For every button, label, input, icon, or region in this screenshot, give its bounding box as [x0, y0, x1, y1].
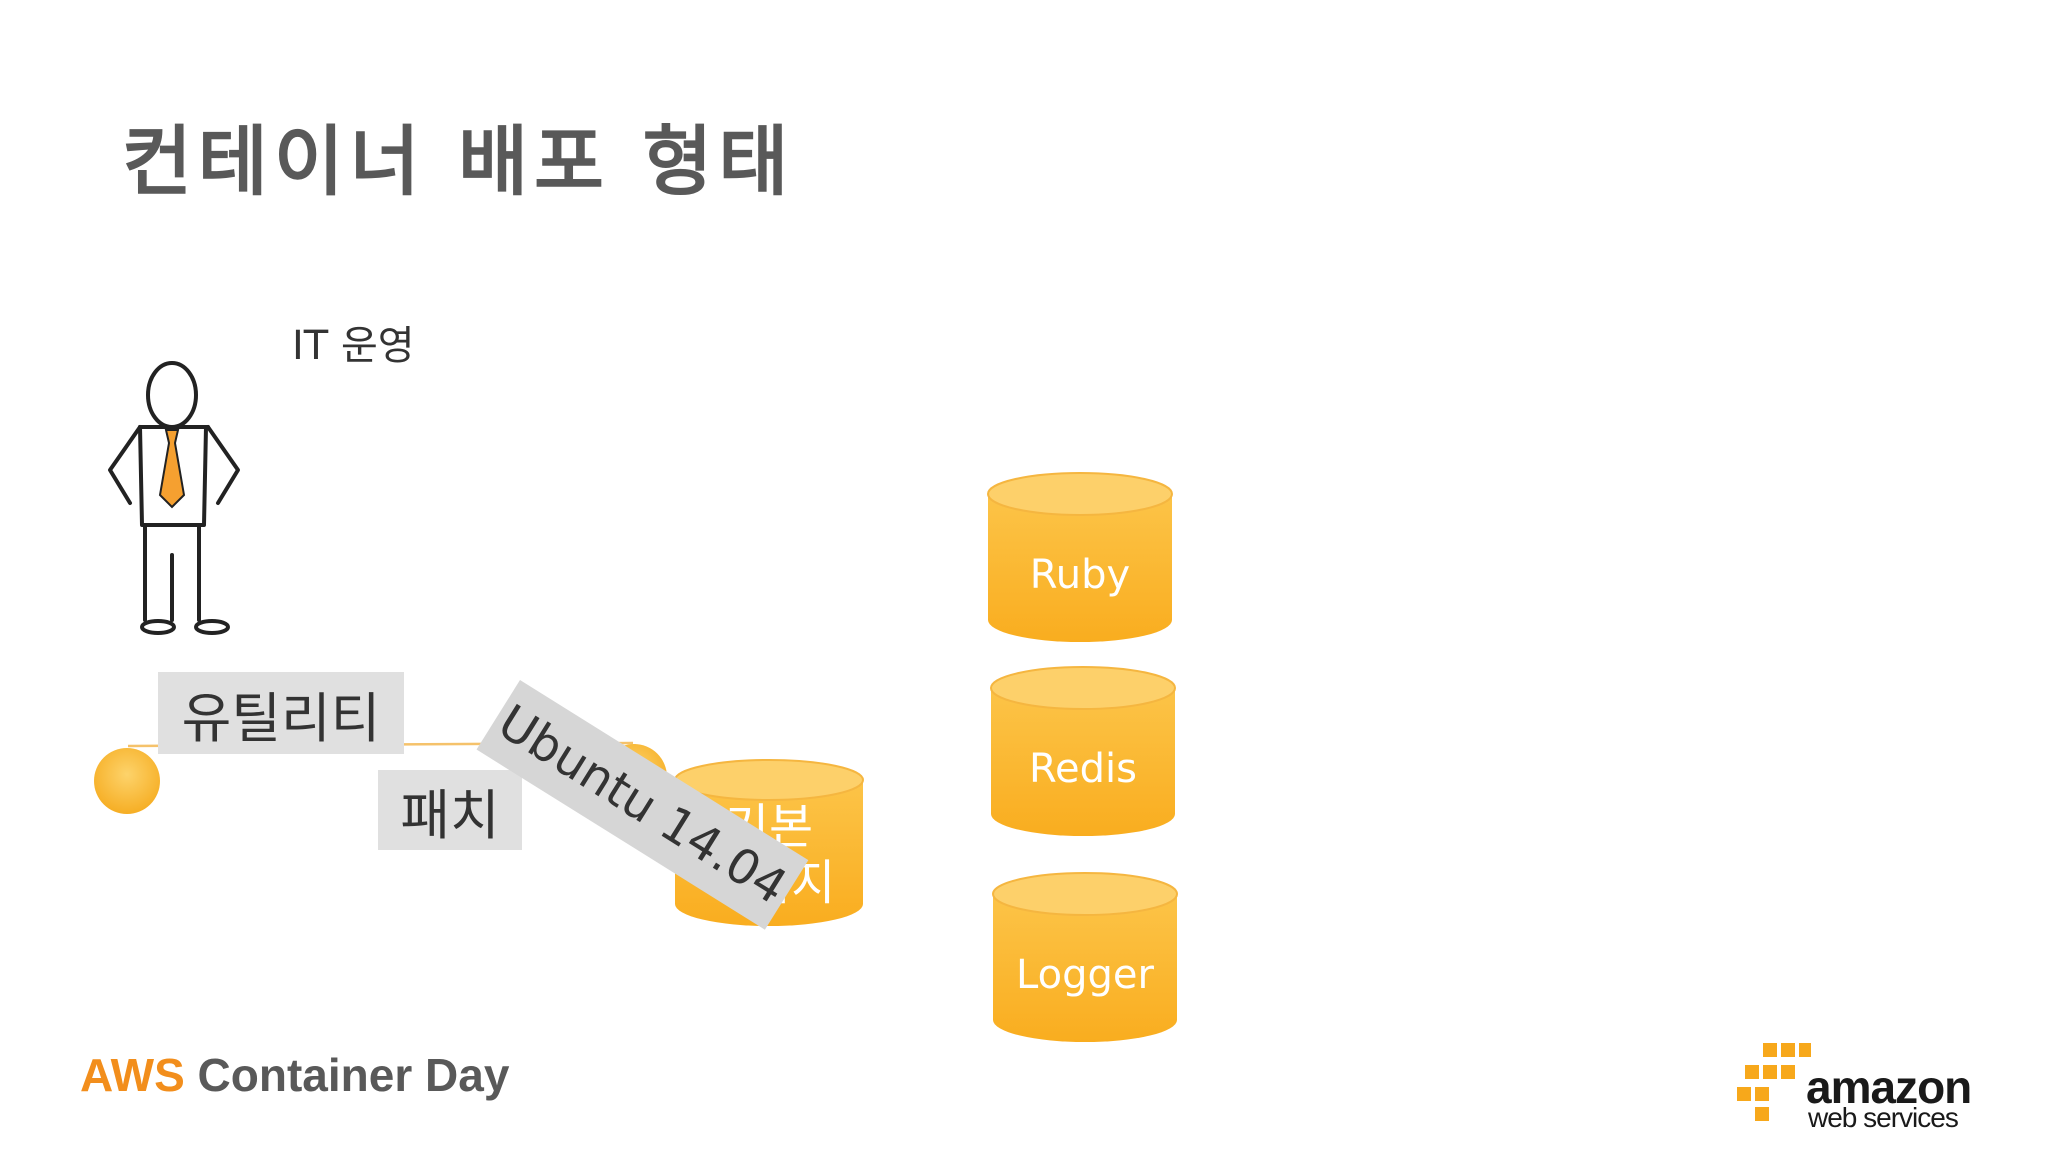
logger-label: Logger: [1016, 952, 1154, 998]
footer-brand-highlight: AWS: [80, 1049, 185, 1101]
ruby-cylinder: [987, 472, 1173, 642]
redis-label: Redis: [1029, 746, 1137, 792]
left-node-dot: [94, 748, 160, 814]
aws-logo-word: amazon: [1806, 1061, 1972, 1113]
logger-cylinder: [992, 872, 1178, 1042]
aws-logo-sub: web services: [1808, 1102, 1959, 1133]
redis-cylinder: [990, 666, 1176, 836]
slide-title: 컨테이너 배포 형태: [122, 117, 795, 206]
utility-label: 유틸리티: [158, 672, 404, 754]
aws-cubes-logo-icon: [1736, 1041, 1812, 1123]
patch-label: 패치: [378, 770, 522, 850]
person-figure-icon: [108, 361, 240, 635]
ruby-label: Ruby: [1029, 552, 1131, 598]
role-label: IT 운영: [292, 323, 415, 369]
footer-brand-rest: Container Day: [184, 1049, 510, 1101]
footer-brand: AWS Container Day: [80, 1048, 509, 1102]
